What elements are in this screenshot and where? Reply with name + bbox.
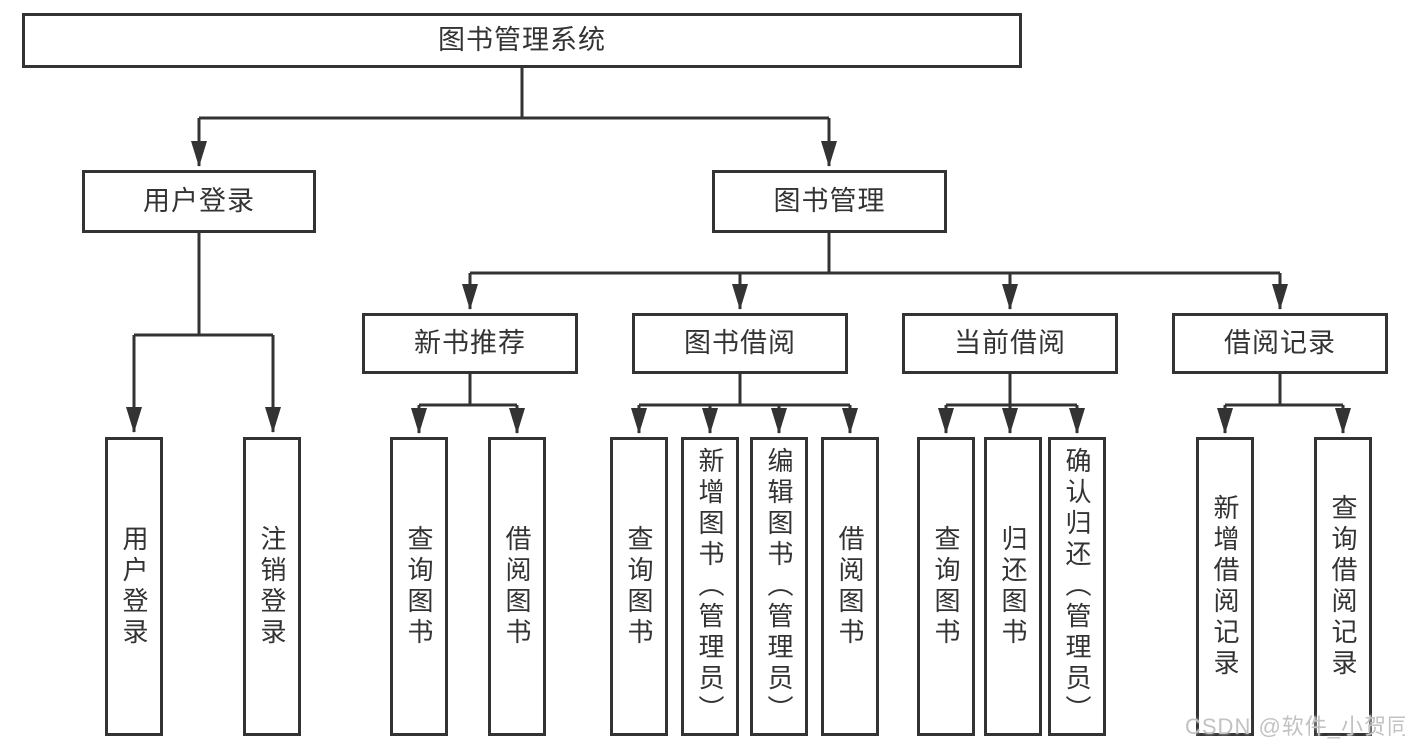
node-new-book-recommend: 新书推荐 [362,313,578,374]
leaf-query-books-recommend: 查询图书 [390,437,448,736]
node-user-login-branch: 用户登录 [82,170,316,233]
node-system-root: 图书管理系统 [22,13,1022,68]
leaf-borrow-books: 借阅图书 [821,437,879,736]
node-current-borrow: 当前借阅 [902,313,1118,374]
leaf-edit-book-admin: 编辑图书（管理员） [750,437,808,736]
node-borrow-records: 借阅记录 [1172,313,1388,374]
node-book-borrow: 图书借阅 [632,313,848,374]
leaf-query-borrow-record: 查询借阅记录 [1314,437,1372,736]
leaf-add-book-admin: 新增图书（管理员） [681,437,739,736]
leaf-add-borrow-record: 新增借阅记录 [1196,437,1254,736]
leaf-confirm-return-admin: 确认归还（管理员） [1048,437,1106,736]
leaf-logout: 注销登录 [243,437,301,736]
node-book-management-branch: 图书管理 [712,170,947,233]
leaf-user-login: 用户登录 [105,437,163,736]
csdn-watermark: CSDN @软件_小贺同学 [1185,714,1405,739]
leaf-query-books-borrow: 查询图书 [610,437,668,736]
leaf-query-books-current: 查询图书 [917,437,975,736]
leaf-return-book: 归还图书 [984,437,1042,736]
leaf-borrow-books-recommend: 借阅图书 [488,437,546,736]
